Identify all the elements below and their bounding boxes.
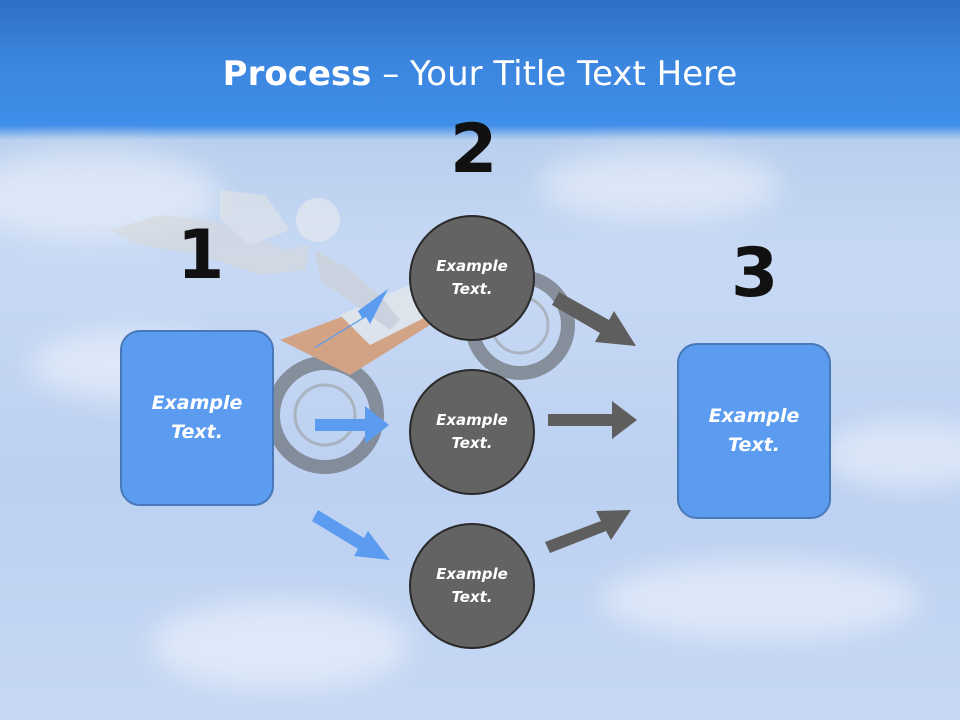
cloud bbox=[820, 420, 960, 490]
step-number-1: 1 bbox=[177, 216, 225, 295]
title-rest-text: Your Title Text Here bbox=[410, 54, 738, 94]
circle-3-line1: Example bbox=[436, 565, 508, 583]
slide-title: Process – Your Title Text Here bbox=[0, 54, 960, 94]
title-bold-text: Process bbox=[222, 54, 372, 94]
left-box-line1: Example bbox=[151, 392, 243, 414]
cloud bbox=[600, 560, 920, 640]
gray-arrow-up-right bbox=[545, 510, 631, 553]
step-number-2: 2 bbox=[450, 110, 498, 189]
right-box-line2: Text. bbox=[728, 434, 780, 456]
blue-arrow-right bbox=[315, 406, 389, 444]
cloud bbox=[540, 150, 780, 220]
left-box-line2: Text. bbox=[171, 421, 223, 443]
circle-2-line1: Example bbox=[436, 411, 508, 429]
blue-arrow-up bbox=[313, 289, 388, 348]
blue-arrow-down bbox=[312, 510, 390, 560]
gray-arrow-down-right bbox=[552, 292, 636, 346]
step-number-3: 3 bbox=[731, 234, 779, 313]
cloud bbox=[150, 600, 410, 690]
circle-3-line2: Text. bbox=[451, 588, 493, 606]
circle-1-line1: Example bbox=[436, 257, 508, 275]
right-box-line1: Example bbox=[708, 405, 800, 427]
gray-arrow-right bbox=[548, 401, 637, 439]
circle-2-line2: Text. bbox=[451, 434, 493, 452]
title-dash: – bbox=[371, 54, 411, 94]
circle-1-line2: Text. bbox=[451, 280, 493, 298]
